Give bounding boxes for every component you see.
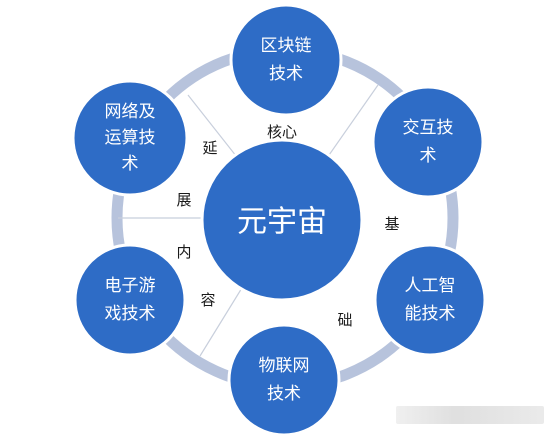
annotation-extension-4: 容 (200, 291, 215, 309)
annotation-extension-2: 展 (176, 191, 191, 209)
node-label-line: 技术 (267, 384, 301, 404)
node-label-line: 交互技 (403, 118, 454, 138)
node-gaming: 电子游 戏技术 (73, 243, 187, 357)
node-ai: 人工智 能技术 (373, 243, 487, 357)
node-blockchain: 区块链 技术 (229, 3, 343, 117)
node-label-line: 网络及 (105, 102, 156, 122)
annotation-core: 核心 (267, 123, 297, 141)
node-circle (371, 85, 485, 199)
center-node: 元宇宙 (200, 138, 364, 302)
node-label-line: 能技术 (405, 304, 456, 324)
node-label-line: 运算技 (105, 128, 156, 148)
node-label-line: 术 (122, 154, 139, 174)
node-circle (229, 3, 343, 117)
node-iot: 物联网 技术 (227, 323, 341, 437)
node-label-line: 电子游 (105, 276, 156, 296)
annotation-extension-3: 内 (176, 243, 191, 261)
node-label-line: 区块链 (261, 36, 312, 56)
node-interaction: 交互技 术 (371, 85, 485, 199)
center-label: 元宇宙 (237, 205, 327, 240)
outer-nodes: 区块链 技术 交互技 术 人工智 能技术 物联网 技术 电子游 戏技术 网络及 … (71, 3, 487, 437)
annotation-base-2: 础 (337, 311, 352, 329)
sector-annotations: 核心 基 础 延 展 内 容 (176, 123, 399, 329)
node-label-line: 技术 (269, 64, 303, 84)
center-circle (200, 138, 364, 302)
node-circle (373, 243, 487, 357)
blurred-watermark (396, 406, 544, 424)
node-label-line: 人工智 (405, 276, 456, 296)
node-circle (227, 323, 341, 437)
node-network: 网络及 运算技 术 (71, 79, 189, 197)
node-label-line: 戏技术 (105, 304, 156, 324)
node-circle (71, 79, 189, 197)
node-circle (73, 243, 187, 357)
node-label-line: 物联网 (259, 356, 310, 376)
annotation-base-1: 基 (384, 215, 399, 233)
node-label-line: 术 (420, 146, 437, 166)
annotation-extension-1: 延 (202, 139, 217, 157)
